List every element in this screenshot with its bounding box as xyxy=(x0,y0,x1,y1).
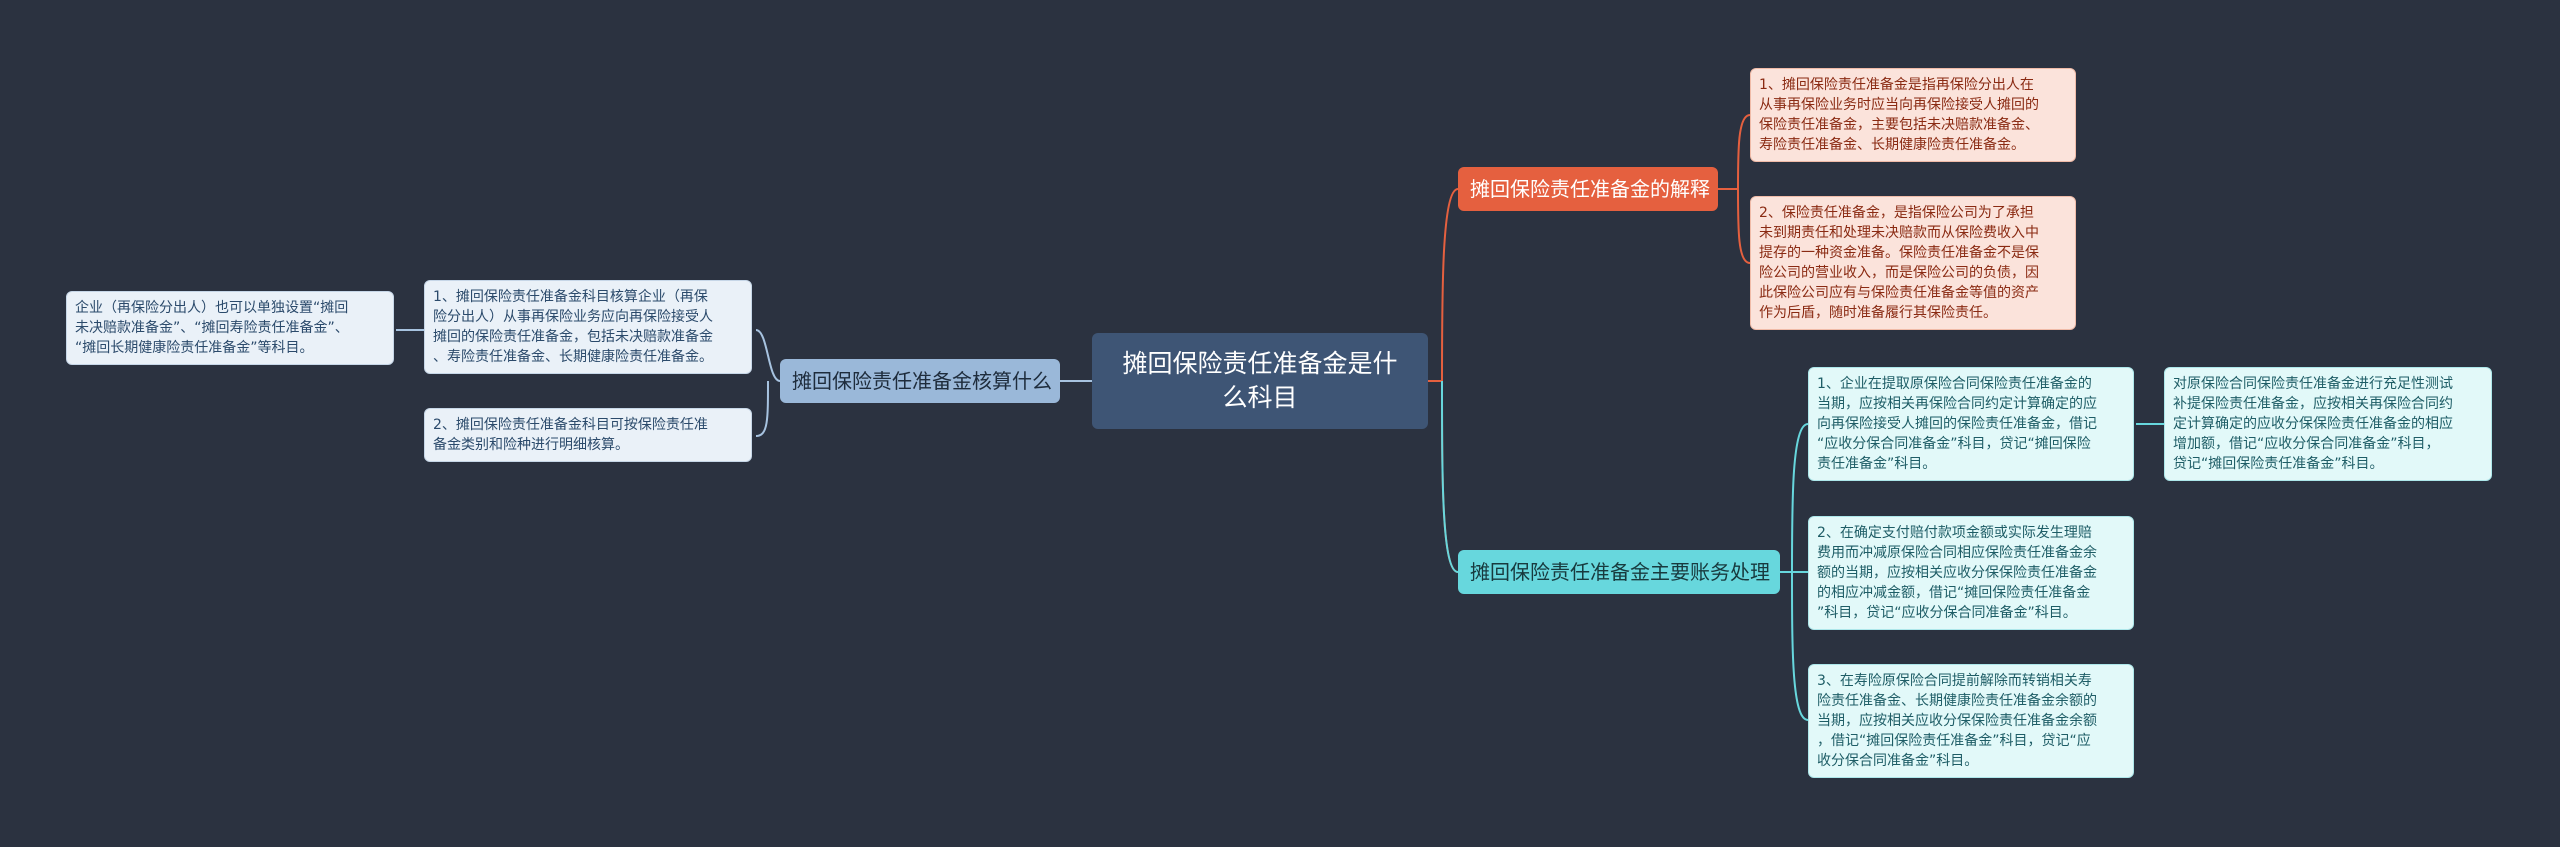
left-sub-item[interactable]: 企业（再保险分出人）也可以单独设置“摊回 未决赔款准备金”、“摊回寿险责任准备金… xyxy=(66,291,394,365)
explanation-item-1[interactable]: 1、摊回保险责任准备金是指再保险分出人在 从事再保险业务时应当向再保险接受人摊回… xyxy=(1750,68,2076,162)
root-topic[interactable]: 摊回保险责任准备金是什 么科目 xyxy=(1092,333,1428,429)
left-item-1[interactable]: 1、摊回保险责任准备金科目核算企业（再保 险分出人）从事再保险业务应向再保险接受… xyxy=(424,280,752,374)
branch-left-accounting[interactable]: 摊回保险责任准备金核算什么 xyxy=(780,359,1060,403)
branch-right-bookkeeping[interactable]: 摊回保险责任准备金主要账务处理 xyxy=(1458,550,1780,594)
link-cyan-items xyxy=(1780,423,1809,721)
left-item-2[interactable]: 2、摊回保险责任准备金科目可按保险责任准 备金类别和险种进行明细核算。 xyxy=(424,408,752,462)
link-left-leaves xyxy=(755,329,781,437)
bookkeeping-sub-item[interactable]: 对原保险合同保险责任准备金进行充足性测试 补提保险责任准备金，应按相关再保险合同… xyxy=(2164,367,2492,481)
bookkeeping-item-1[interactable]: 1、企业在提取原保险合同保险责任准备金的 当期，应按相关再保险合同约定计算确定的… xyxy=(1808,367,2134,481)
explanation-item-2[interactable]: 2、保险责任准备金，是指保险公司为了承担 未到期责任和处理未决赔款而从保险费收入… xyxy=(1750,196,2076,330)
bookkeeping-item-3[interactable]: 3、在寿险原保险合同提前解除而转销相关寿 险责任准备金、长期健康险责任准备金余额… xyxy=(1808,664,2134,778)
bookkeeping-item-2[interactable]: 2、在确定支付赔付款项金额或实际发生理赔 费用而冲减原保险合同相应保险责任准备金… xyxy=(1808,516,2134,630)
branch-right-explanation[interactable]: 摊回保险责任准备金的解释 xyxy=(1458,167,1718,211)
link-root-right xyxy=(1428,188,1459,573)
link-root-right-cyan xyxy=(1441,380,1459,573)
link-red-items xyxy=(1718,114,1751,264)
